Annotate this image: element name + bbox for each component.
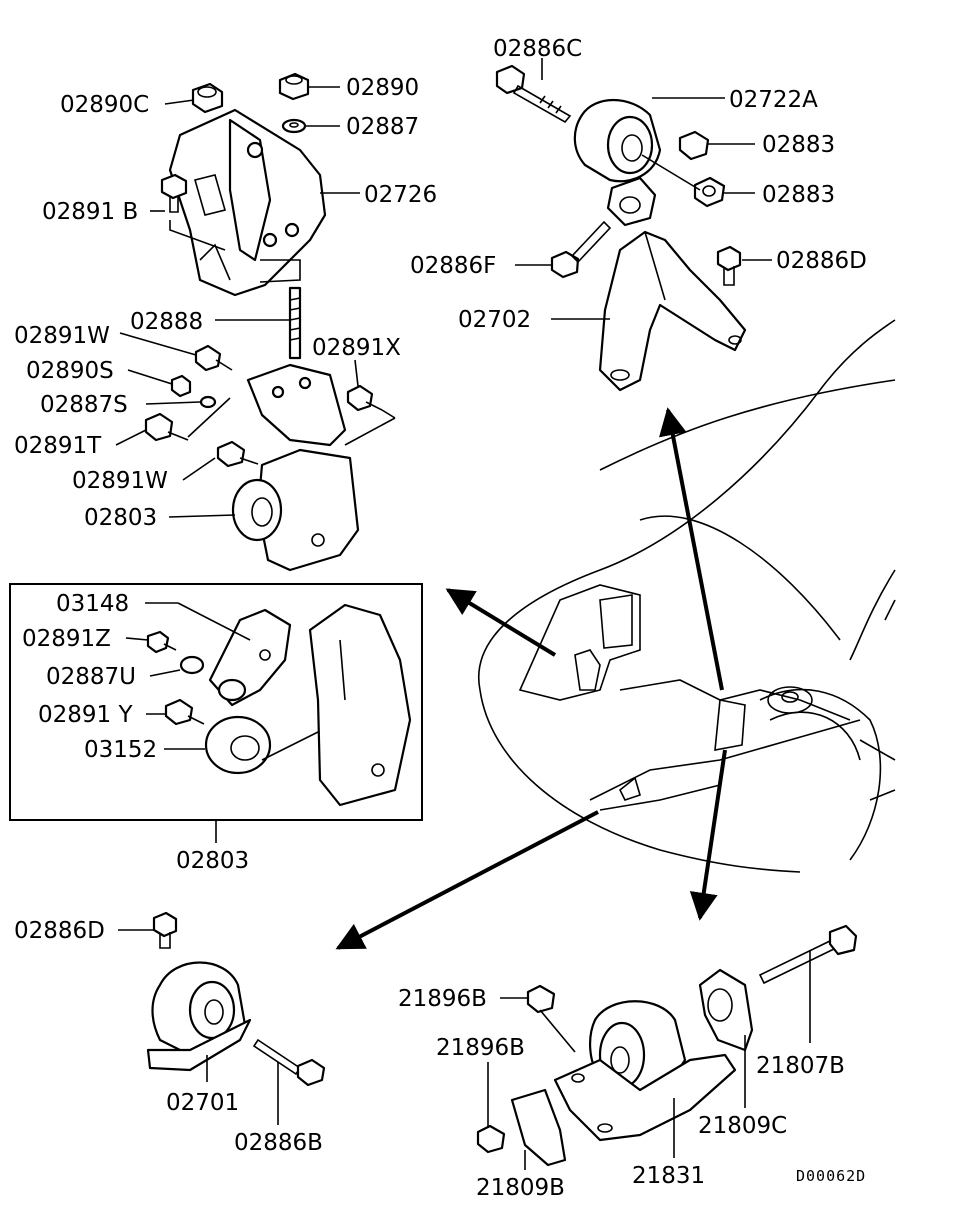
label-02890S: 02890S: [26, 358, 114, 384]
label-02886B: 02886B: [234, 1130, 323, 1156]
nut-02890: [278, 72, 310, 101]
label-02722A: 02722A: [729, 87, 818, 113]
mount-03152: [204, 715, 272, 775]
label-21809B: 21809B: [476, 1175, 565, 1201]
bolt-02891Y: [164, 698, 205, 726]
mount-21831: [553, 1000, 737, 1142]
nut-21896B-upper: [526, 984, 556, 1014]
bolt-21807B: [758, 924, 858, 985]
label-02803: 02803: [84, 505, 157, 531]
label-02887: 02887: [346, 114, 419, 140]
bolt-02886F: [550, 220, 612, 279]
washer-02887: [281, 118, 307, 134]
bracket-02803-detail: [308, 603, 412, 807]
label-02890C: 02890C: [60, 92, 149, 118]
bracket-03148: [208, 608, 292, 707]
label-21809C: 21809C: [698, 1113, 787, 1139]
mount-02803: [231, 448, 360, 572]
label-02702: 02702: [458, 307, 531, 333]
nut-02883-lower: [693, 176, 726, 208]
stud-02888: [288, 286, 302, 360]
label-02890: 02890: [346, 75, 419, 101]
part-number-labels: 02886C 02890 02890C 02887 02722A 02883 0…: [14, 36, 867, 1201]
plate-21809B: [510, 1088, 567, 1167]
mount-02701: [146, 961, 252, 1072]
label-02886F: 02886F: [410, 253, 496, 279]
washer-02887U: [179, 655, 205, 675]
bolt-02891Z: [146, 630, 177, 654]
engine-bay-detail: [518, 584, 896, 861]
bracket-02803-upper: [246, 363, 347, 447]
label-02886D-top: 02886D: [776, 248, 867, 274]
bolt-02886D-top: [716, 245, 742, 286]
bracket-02702: [598, 230, 747, 392]
label-02891X: 02891X: [312, 335, 401, 361]
label-02887U: 02887U: [46, 664, 136, 690]
label-02891T: 02891T: [14, 433, 102, 459]
vehicle-body-outline: [477, 319, 896, 873]
bolt-02891B: [160, 173, 188, 213]
label-02891W-lower: 02891W: [72, 468, 168, 494]
bolt-02886B: [252, 1038, 326, 1087]
label-02891Y: 02891 Y: [38, 702, 133, 728]
label-03148: 03148: [56, 591, 129, 617]
label-02888: 02888: [130, 309, 203, 335]
label-02883-lower: 02883: [762, 182, 835, 208]
bolt-02886C: [495, 64, 572, 124]
small-fasteners-02803: [144, 344, 383, 468]
bolt-02886D-bottom: [152, 911, 178, 949]
label-02887S: 02887S: [40, 392, 128, 418]
label-02891Z: 02891Z: [22, 626, 111, 652]
nut-02883-upper: [678, 130, 710, 161]
label-02883-upper: 02883: [762, 132, 835, 158]
label-02803-box: 02803: [176, 848, 249, 874]
label-21831: 21831: [632, 1163, 705, 1189]
label-02891W-upper: 02891W: [14, 323, 110, 349]
label-21807B: 21807B: [756, 1053, 845, 1079]
label-03152: 03152: [84, 737, 157, 763]
label-02891B: 02891 B: [42, 199, 138, 225]
label-02886D-bottom: 02886D: [14, 918, 105, 944]
drawing-code: D00062D: [796, 1167, 866, 1185]
label-02701: 02701: [166, 1090, 239, 1116]
label-21896B-lower: 21896B: [436, 1035, 525, 1061]
bracket-02726: [168, 108, 327, 297]
nut-21896B-lower: [476, 1124, 506, 1154]
label-21896B-upper: 21896B: [398, 986, 487, 1012]
location-arrows: [335, 407, 727, 950]
mount-02722A: [573, 98, 662, 227]
leader-lines: [115, 58, 811, 1170]
nut-02890C: [191, 82, 224, 114]
label-02726: 02726: [364, 182, 437, 208]
label-02886C: 02886C: [493, 36, 582, 62]
plate-21809C: [698, 968, 754, 1052]
